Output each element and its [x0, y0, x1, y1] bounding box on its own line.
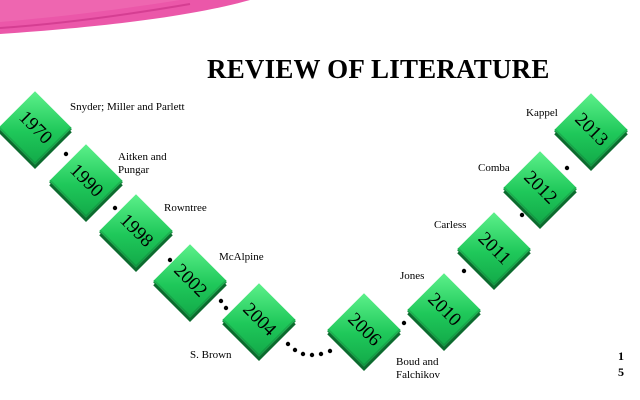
connector-dot: [112, 205, 118, 211]
connector-dot: [223, 305, 229, 311]
connector-dot: [285, 341, 291, 347]
author-label-2002: McAlpine: [219, 251, 264, 263]
page-number-digit: 5: [618, 365, 624, 379]
author-line: Boud and: [396, 356, 439, 368]
connector-dot: [564, 165, 570, 171]
connector-dot: [519, 212, 525, 218]
decorative-swoosh: [0, 0, 250, 34]
author-label-2012: Comba: [478, 162, 510, 174]
author-label-2010: Jones: [400, 270, 425, 282]
author-label-1990: Aitken and Pungar: [118, 151, 167, 177]
slide-title: REVIEW OF LITERATURE: [207, 54, 550, 84]
connector-dot: [309, 352, 315, 358]
connector-dot: [300, 351, 306, 357]
author-label-1970: Snyder; Miller and Parlett: [70, 101, 185, 113]
connector-dot: [401, 320, 407, 326]
page-number: 1 5: [614, 348, 628, 380]
connector-dot: [318, 351, 324, 357]
author-label-2011: Carless: [434, 219, 467, 231]
page-number-digit: 1: [618, 349, 624, 363]
author-label-2006: Boud and Falchikov: [396, 356, 440, 382]
author-line: Aitken and: [118, 151, 167, 163]
author-label-2004: S. Brown: [190, 349, 232, 361]
connector-dot: [167, 257, 173, 263]
author-line: Falchikov: [396, 369, 440, 381]
author-label-2013: Kappel: [526, 107, 558, 119]
connector-dot: [218, 298, 224, 304]
connector-dot: [63, 151, 69, 157]
connector-dot: [327, 348, 333, 354]
connector-dot: [461, 268, 467, 274]
connector-dot: [292, 347, 298, 353]
author-label-1998: Rowntree: [164, 202, 207, 214]
author-line: Pungar: [118, 164, 150, 176]
